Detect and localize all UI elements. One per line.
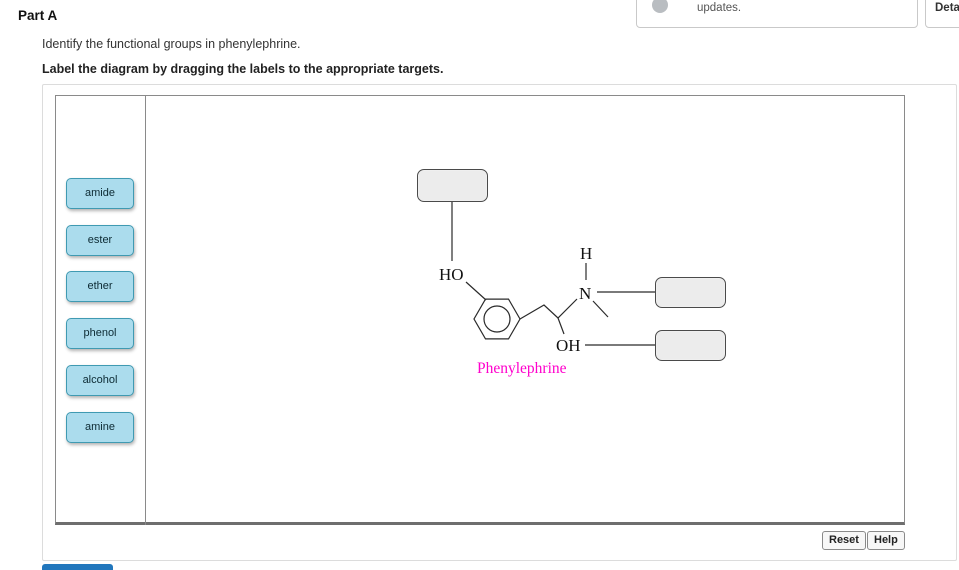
status-circle-icon xyxy=(652,0,668,13)
drag-label-phenol[interactable]: phenol xyxy=(66,318,134,349)
updates-toolbar: updates. xyxy=(636,0,918,28)
submit-button-partial[interactable] xyxy=(42,564,113,570)
part-title: Part A xyxy=(18,8,58,23)
drag-label-alcohol[interactable]: alcohol xyxy=(66,365,134,396)
diagram-canvas xyxy=(55,95,905,525)
help-button[interactable]: Help xyxy=(867,531,905,550)
details-button[interactable]: Details xyxy=(925,0,959,28)
drag-label-ether[interactable]: ether xyxy=(66,271,134,302)
question-text: Identify the functional groups in phenyl… xyxy=(42,37,301,51)
drop-target-alcohol[interactable] xyxy=(655,330,726,361)
reset-button[interactable]: Reset xyxy=(822,531,866,550)
directions-text: Label the diagram by dragging the labels… xyxy=(42,62,444,76)
drop-target-amine[interactable] xyxy=(655,277,726,308)
drag-label-amine[interactable]: amine xyxy=(66,412,134,443)
updates-label: updates. xyxy=(697,2,742,14)
drag-label-ester[interactable]: ester xyxy=(66,225,134,256)
details-label: Details xyxy=(935,2,959,14)
drag-label-amide[interactable]: amide xyxy=(66,178,134,209)
drop-target-phenol[interactable] xyxy=(417,169,488,202)
label-bin-divider xyxy=(145,95,146,525)
